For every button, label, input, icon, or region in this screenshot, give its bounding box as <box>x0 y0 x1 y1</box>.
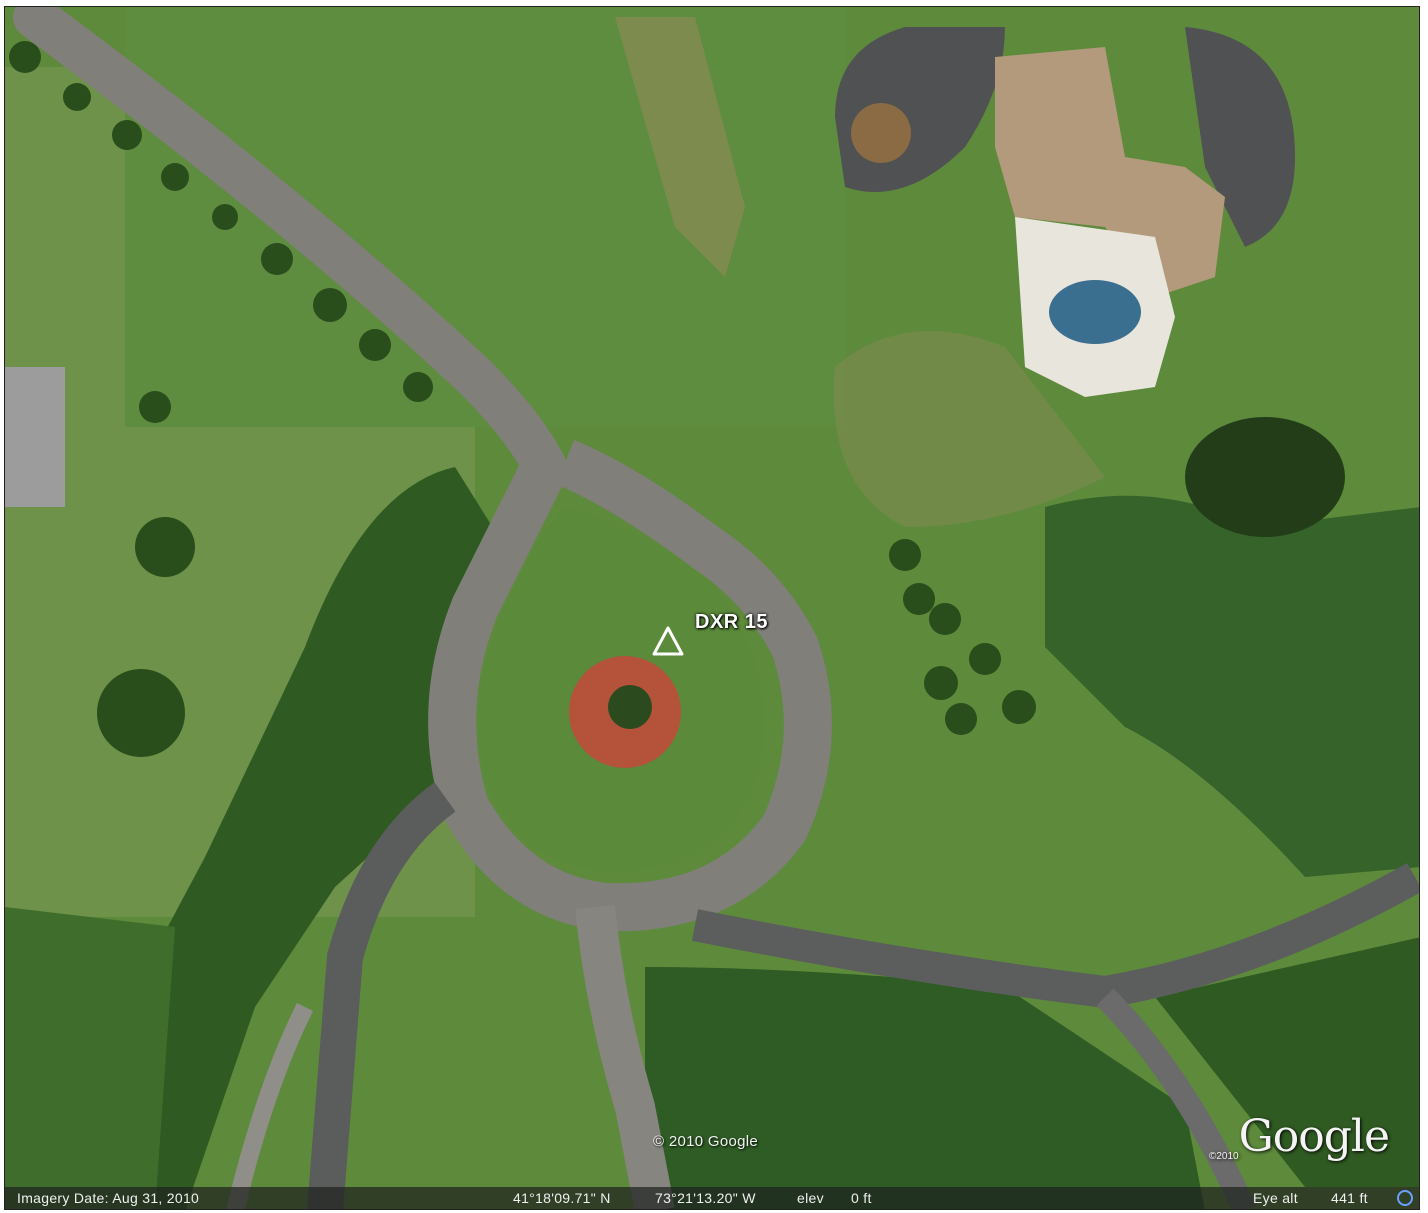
mansion-roof <box>995 47 1225 297</box>
driveway-east <box>691 863 1419 1009</box>
logo-text: Google <box>1238 1111 1390 1162</box>
map-viewport[interactable]: DXR 15 © 2010 Google ©2010Google Imagery… <box>4 6 1420 1210</box>
center-tree <box>608 685 652 729</box>
elev-value: 0 ft <box>851 1190 872 1206</box>
eye-alt-value: 441 ft <box>1331 1190 1368 1206</box>
estate-driveway-right <box>1185 27 1295 247</box>
placemark-label[interactable]: DXR 15 <box>695 611 769 633</box>
driveway-planter <box>851 103 911 163</box>
tree-belt-left <box>65 467 505 1209</box>
elev-label: elev <box>797 1190 824 1206</box>
driveway-southwest-branch <box>226 1002 314 1209</box>
driveway-east-branch <box>1096 988 1256 1209</box>
eye-alt-label: Eye alt <box>1253 1190 1298 1206</box>
house-left-edge <box>5 367 65 507</box>
tree-belt-bottom-center <box>645 967 1205 1209</box>
tree-belt-right <box>1045 495 1419 877</box>
grass-patch-bare <box>615 17 745 277</box>
grass-patch-brown <box>833 331 1105 527</box>
road-diagonal <box>13 7 567 489</box>
google-logo: ©2010Google <box>1209 1111 1390 1162</box>
imagery-date: Imagery Date: Aug 31, 2010 <box>17 1190 200 1206</box>
cul-de-sac-loop <box>428 439 832 932</box>
navigation-compass-icon[interactable] <box>1397 1190 1413 1206</box>
triangle-marker-icon[interactable] <box>651 625 685 657</box>
swimming-pool <box>1049 280 1141 344</box>
logo-year: ©2010 <box>1209 1151 1239 1162</box>
driveway-southwest <box>307 782 456 1209</box>
road-to-south <box>575 905 675 1209</box>
satellite-map[interactable] <box>5 7 1420 1210</box>
tree-belt-lower-left <box>5 907 175 1209</box>
longitude-readout: 73°21'13.20" W <box>655 1190 756 1206</box>
center-copyright: © 2010 Google <box>653 1133 759 1150</box>
shadow-tree-right <box>1185 417 1345 537</box>
latitude-readout: 41°18'09.71" N <box>513 1190 611 1206</box>
tree-belt-lower-right <box>1155 937 1419 1187</box>
tree-row <box>9 41 1036 757</box>
status-bar: Imagery Date: Aug 31, 2010 41°18'09.71" … <box>5 1187 1419 1209</box>
